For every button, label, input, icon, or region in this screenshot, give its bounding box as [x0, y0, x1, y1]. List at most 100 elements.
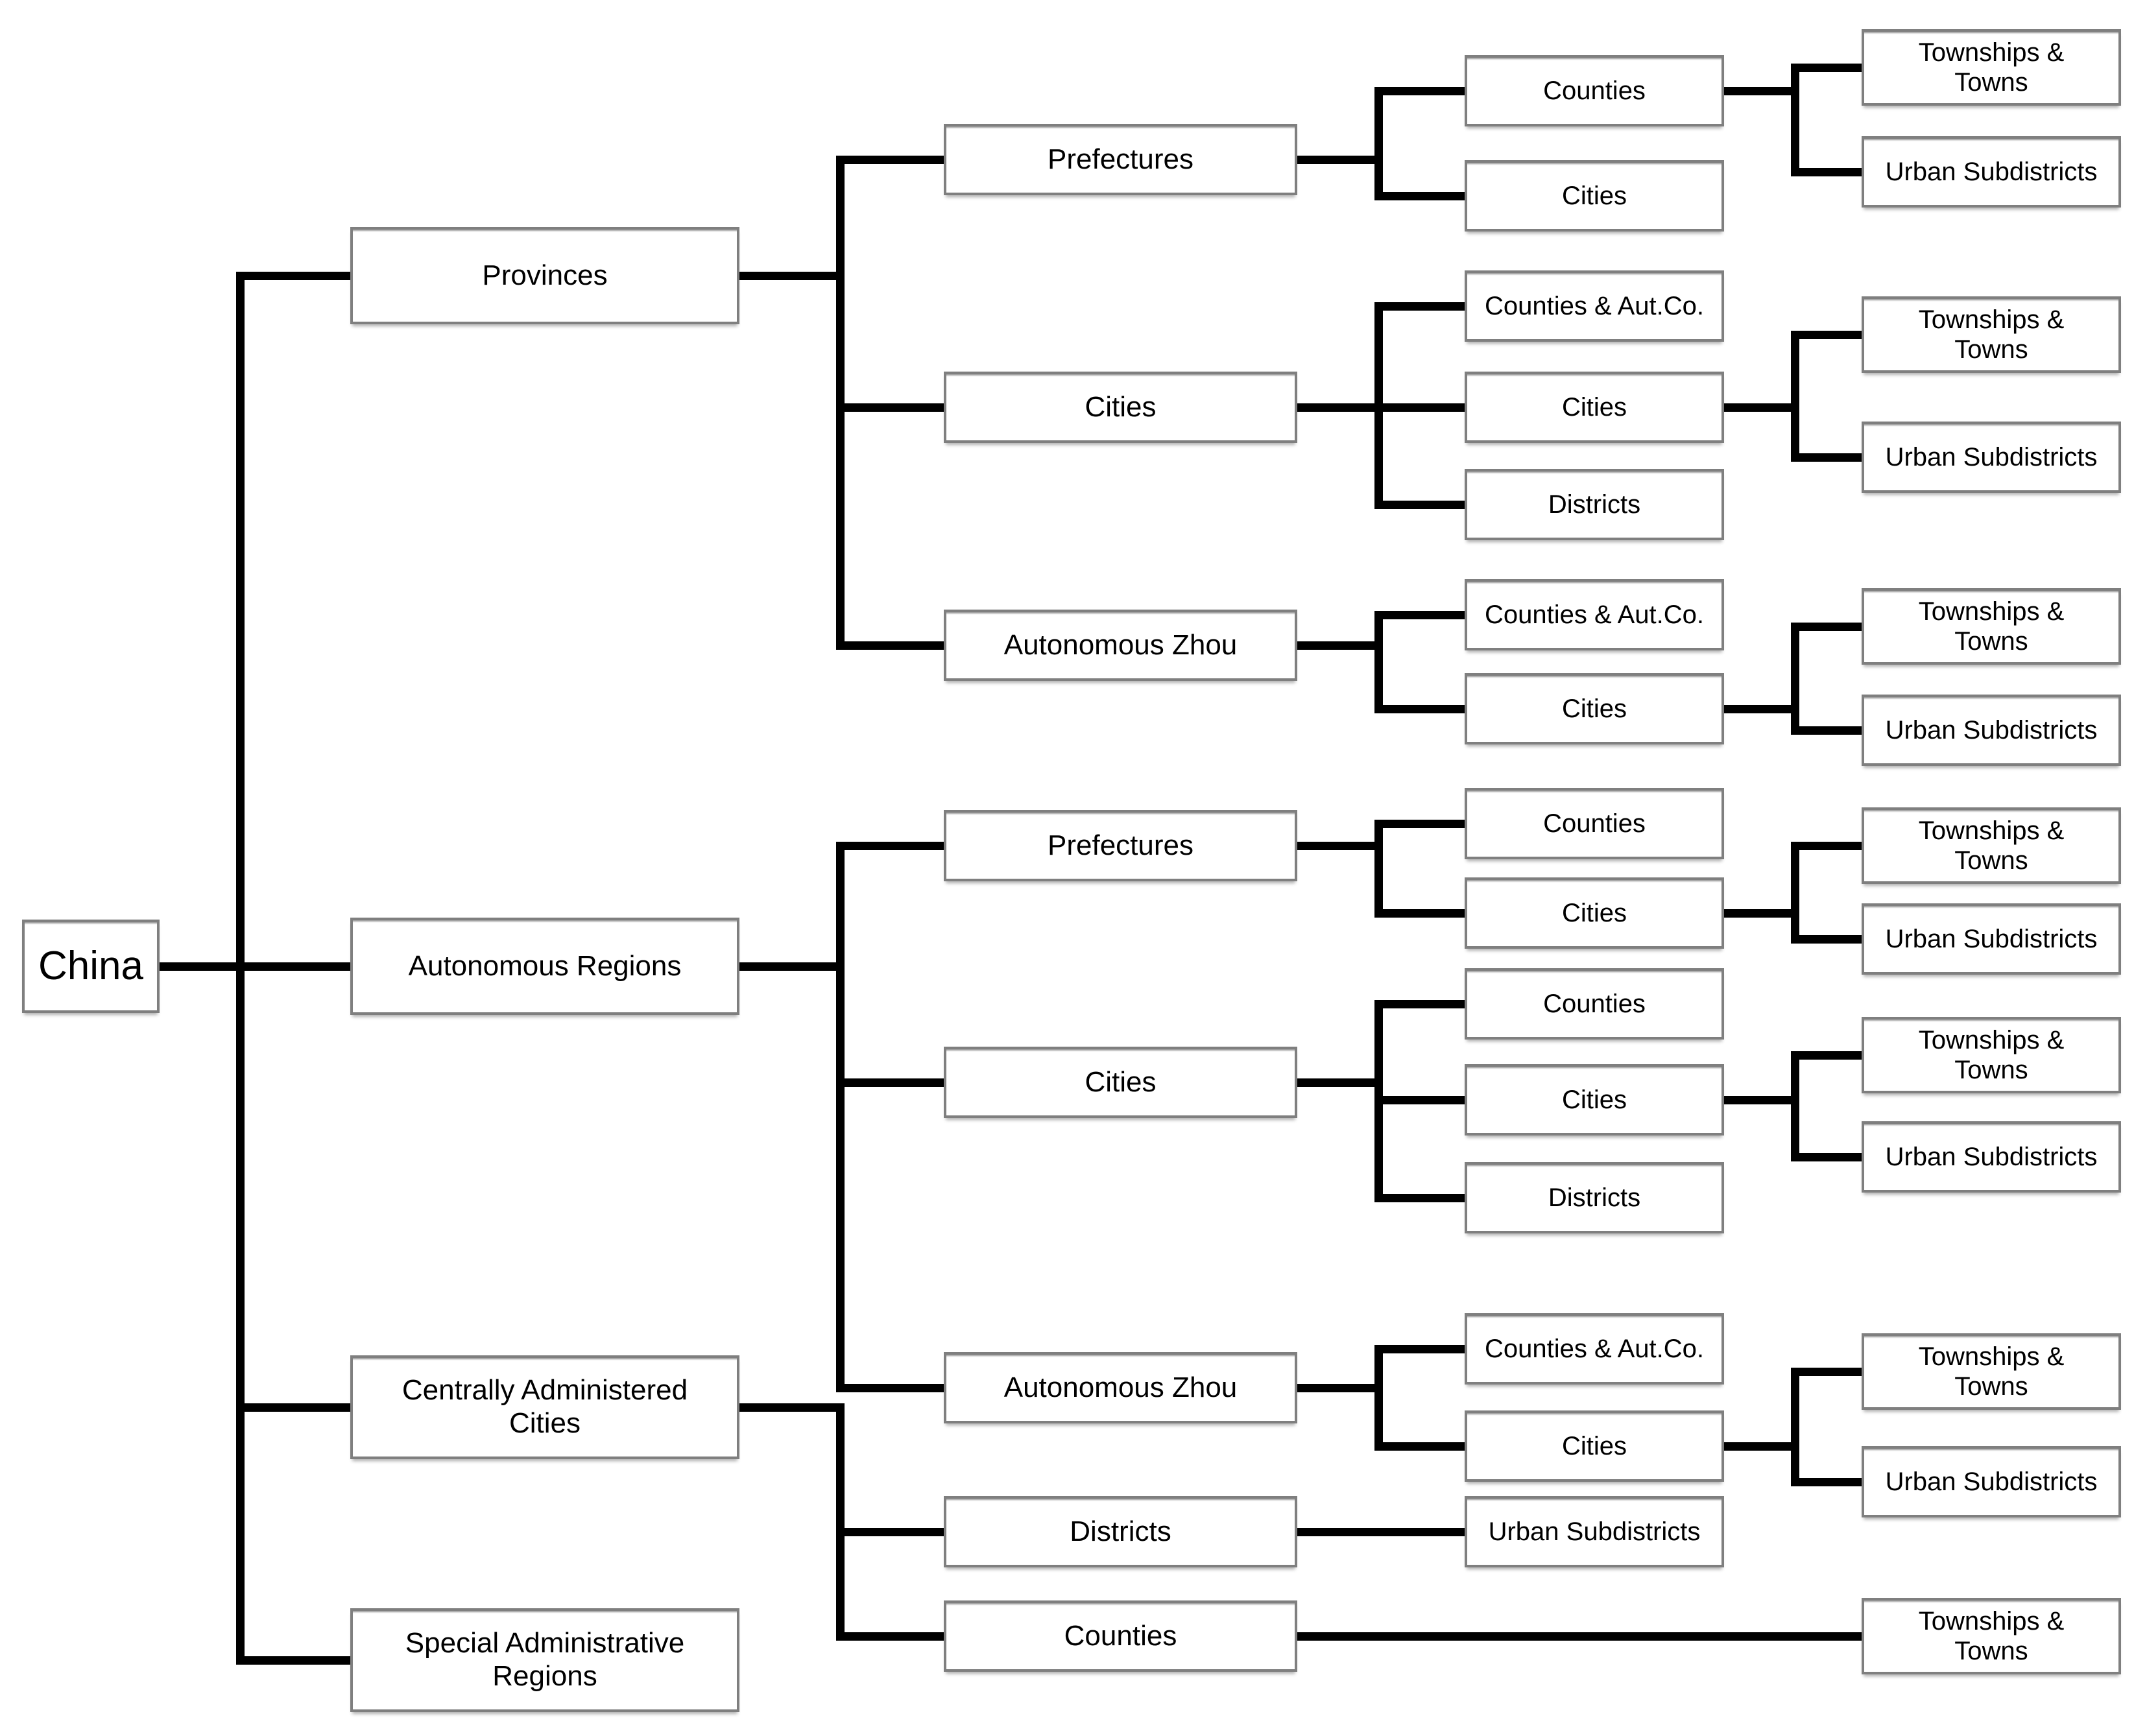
- node-china: China: [22, 920, 160, 1013]
- node-prov-pref-cities: Cities: [1465, 160, 1724, 232]
- connector-line: [1297, 842, 1382, 850]
- node-prov-autonomous-zhou: Autonomous Zhou: [944, 610, 1297, 681]
- node-ar-cities-cities-townships-towns: Townships & Towns: [1862, 1017, 2121, 1093]
- node-ar-pref-counties: Counties: [1465, 788, 1724, 859]
- node-ar-cities-counties: Counties: [1465, 968, 1724, 1040]
- connector-line: [1374, 1345, 1465, 1353]
- connector-line: [1791, 842, 1799, 944]
- connector-line: [1374, 192, 1465, 200]
- connector-line: [1791, 64, 1799, 176]
- connector-line: [1724, 1442, 1799, 1451]
- connector-line: [836, 1078, 944, 1087]
- connector-line: [836, 1384, 944, 1392]
- connector-line: [1374, 87, 1465, 95]
- node-prov-az-cities-urban-subdistricts: Urban Subdistricts: [1862, 695, 2121, 766]
- connector-line: [836, 842, 845, 1392]
- connector-line: [1374, 403, 1465, 412]
- connector-line: [1724, 87, 1799, 95]
- node-ar-cities-districts: Districts: [1465, 1162, 1724, 1233]
- node-cac-districts: Districts: [944, 1496, 1297, 1567]
- connector-line: [1374, 87, 1383, 200]
- connector-line: [1791, 623, 1799, 735]
- node-ar-pref-cities-townships-towns: Townships & Towns: [1862, 807, 2121, 884]
- connector-line: [1374, 302, 1465, 311]
- connector-line: [1374, 1194, 1465, 1202]
- connector-line: [739, 962, 845, 971]
- node-ar-cities-cities-urban-subdistricts: Urban Subdistricts: [1862, 1121, 2121, 1193]
- connector-line: [1297, 1528, 1465, 1536]
- node-prov-cities-cities-urban-subdistricts: Urban Subdistricts: [1862, 422, 2121, 493]
- node-prov-cities-counties-aut-co: Counties & Aut.Co.: [1465, 270, 1724, 342]
- node-prov-az-counties-aut-co: Counties & Aut.Co.: [1465, 579, 1724, 650]
- node-prov-cities: Cities: [944, 372, 1297, 443]
- node-ar-cities-cities: Cities: [1465, 1064, 1724, 1136]
- connector-line: [1724, 1096, 1799, 1104]
- connector-line: [1374, 1096, 1465, 1104]
- connector-line: [1791, 1368, 1862, 1376]
- node-centrally-administered-cities: Centrally Administered Cities: [350, 1355, 739, 1459]
- connector-line: [1297, 1384, 1382, 1392]
- connector-line: [1297, 1078, 1382, 1087]
- connector-line: [836, 403, 944, 412]
- connector-line: [836, 1632, 944, 1641]
- node-special-administrative-regions: Special Administrative Regions: [350, 1608, 739, 1712]
- connector-line: [1724, 909, 1799, 918]
- connector-line: [1791, 1478, 1862, 1486]
- node-prov-cities-districts: Districts: [1465, 469, 1724, 540]
- connector-line: [236, 1656, 350, 1665]
- node-provinces: Provinces: [350, 227, 739, 324]
- connector-line: [1374, 1000, 1465, 1008]
- connector-line: [236, 272, 350, 280]
- connector-line: [236, 1403, 350, 1412]
- connector-line: [1791, 726, 1862, 735]
- connector-line: [1297, 1632, 1862, 1641]
- node-ar-az-cities-townships-towns: Townships & Towns: [1862, 1333, 2121, 1410]
- connector-line: [1297, 156, 1382, 164]
- connector-line: [836, 842, 944, 850]
- connector-line: [739, 1403, 845, 1412]
- node-prov-pref-counties-townships-towns: Townships & Towns: [1862, 29, 2121, 106]
- node-cac-counties-townships-towns: Townships & Towns: [1862, 1598, 2121, 1674]
- node-autonomous-regions: Autonomous Regions: [350, 918, 739, 1015]
- connector-line: [1374, 820, 1465, 828]
- connector-line: [1791, 935, 1862, 944]
- connector-line: [836, 1403, 845, 1641]
- connector-line: [1374, 820, 1383, 918]
- connector-line: [836, 156, 845, 650]
- connector-line: [1791, 168, 1862, 176]
- connector-line: [1297, 641, 1382, 650]
- connector-line: [739, 272, 845, 280]
- connector-line: [1374, 501, 1465, 509]
- connector-line: [1374, 1442, 1465, 1451]
- node-prov-prefectures: Prefectures: [944, 124, 1297, 195]
- connector-line: [836, 641, 944, 650]
- node-prov-pref-counties-urban-subdistricts: Urban Subdistricts: [1862, 136, 2121, 208]
- connector-line: [1724, 403, 1799, 412]
- connector-line: [1791, 1153, 1862, 1161]
- connector-line: [1374, 909, 1465, 918]
- node-ar-az-cities: Cities: [1465, 1410, 1724, 1482]
- node-ar-az-counties-aut-co: Counties & Aut.Co.: [1465, 1313, 1724, 1385]
- node-cac-districts-urban-subdistricts: Urban Subdistricts: [1465, 1496, 1724, 1567]
- connector-line: [1791, 331, 1799, 462]
- connector-line: [1791, 453, 1862, 462]
- connector-line: [1297, 403, 1382, 412]
- node-ar-az-cities-urban-subdistricts: Urban Subdistricts: [1862, 1446, 2121, 1517]
- connector-line: [836, 1528, 944, 1536]
- connector-line: [1374, 1345, 1383, 1451]
- connector-line: [1791, 1051, 1799, 1161]
- node-ar-pref-cities-urban-subdistricts: Urban Subdistricts: [1862, 903, 2121, 975]
- node-prov-cities-cities-townships-towns: Townships & Towns: [1862, 296, 2121, 373]
- connector-line: [836, 156, 944, 164]
- connector-line: [1791, 842, 1862, 850]
- node-prov-az-cities-townships-towns: Townships & Towns: [1862, 588, 2121, 665]
- connector-line: [1791, 64, 1862, 72]
- node-prov-cities-cities: Cities: [1465, 372, 1724, 443]
- connector-line: [1724, 705, 1799, 713]
- connector-line: [160, 962, 350, 971]
- connector-line: [1791, 331, 1862, 339]
- node-prov-az-cities: Cities: [1465, 673, 1724, 744]
- node-ar-pref-cities: Cities: [1465, 877, 1724, 949]
- connector-line: [1791, 623, 1862, 631]
